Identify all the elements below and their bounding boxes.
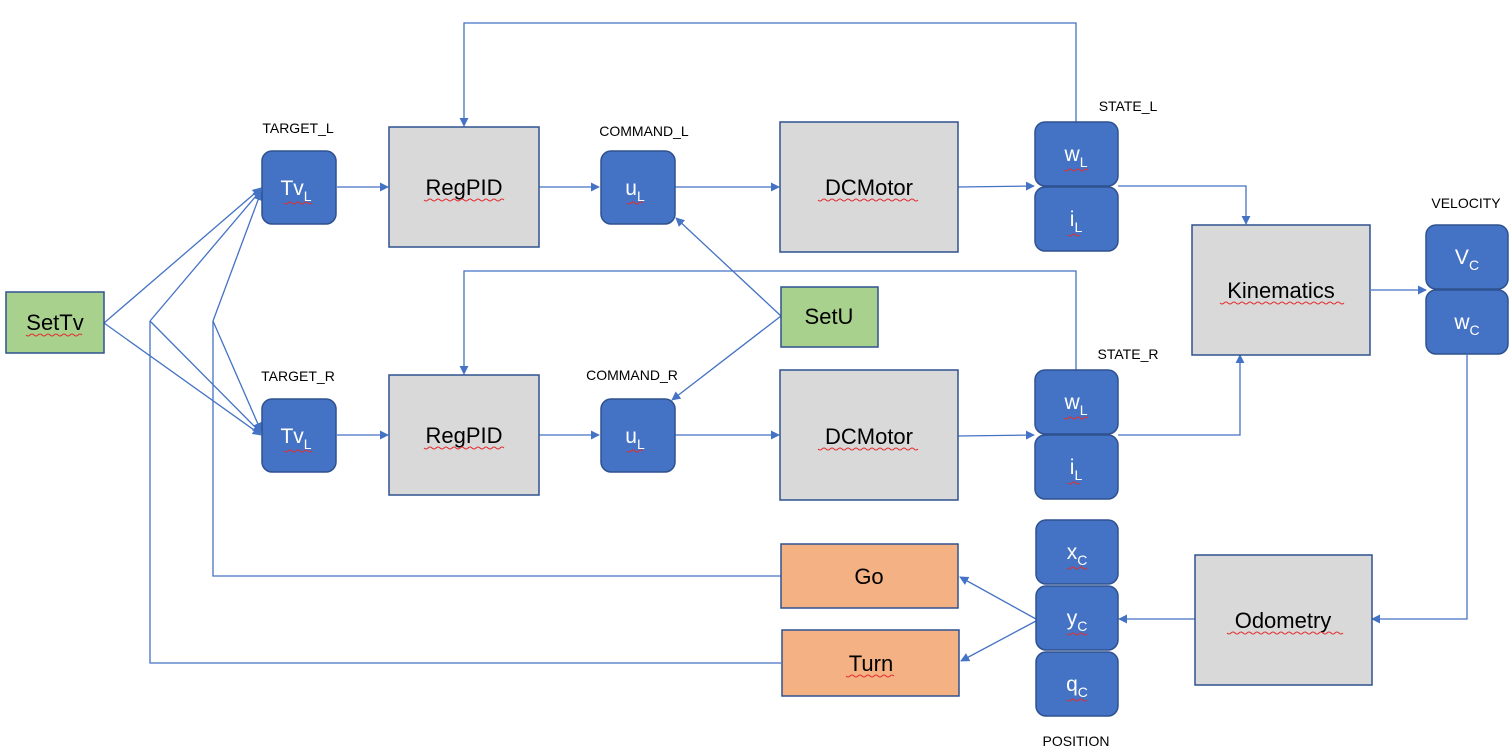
edge-settv-to-tv-top bbox=[103, 187, 262, 324]
tv-top-state: TvL bbox=[261, 150, 337, 225]
w-bottom-text: wL bbox=[1064, 391, 1088, 418]
u-top-text: uL bbox=[625, 177, 645, 204]
settv-label: SetTv bbox=[26, 310, 83, 335]
edge-dcmotor-top-to-state-top bbox=[957, 181, 1035, 191]
edge-setu-to-u-top bbox=[675, 217, 782, 317]
dcmotor-top-label: DCMotor bbox=[825, 175, 913, 200]
edge-state-bottom-feedback bbox=[459, 270, 1077, 375]
vc-text: VC bbox=[1455, 246, 1479, 273]
section-labels: TARGET_L TARGET_R COMMAND_L COMMAND_R ST… bbox=[261, 98, 1501, 749]
dcmotor-bottom-block: DCMotor bbox=[779, 369, 959, 501]
edge-dcmotor-bottom-to-state-bottom bbox=[957, 430, 1035, 440]
regpid-top-block: RegPID bbox=[388, 126, 540, 248]
setu-block[interactable]: SetU bbox=[780, 286, 879, 348]
w-top-state: wL bbox=[1034, 121, 1119, 187]
edge-position-to-turn bbox=[960, 620, 1037, 662]
edge-turn-bus-to-tv-bottom bbox=[149, 320, 262, 434]
wc-text: wC bbox=[1453, 311, 1479, 338]
setu-label: SetU bbox=[805, 304, 854, 329]
tv-bottom-state: TvL bbox=[261, 398, 337, 473]
label-target-r: TARGET_R bbox=[261, 368, 335, 384]
edge-state-top-feedback bbox=[459, 22, 1077, 127]
edge-velocity-to-odometry bbox=[1371, 355, 1468, 624]
turn-block[interactable]: Turn bbox=[781, 629, 960, 697]
u-top-state: uL bbox=[600, 150, 676, 225]
edges bbox=[103, 22, 1468, 664]
label-command-l: COMMAND_L bbox=[599, 123, 689, 139]
go-block[interactable]: Go bbox=[780, 543, 959, 609]
label-target-l: TARGET_L bbox=[262, 120, 334, 136]
edge-turn-bus-to-tv-top bbox=[149, 189, 262, 322]
edge-turn-bus bbox=[149, 321, 781, 664]
label-state-l: STATE_L bbox=[1099, 98, 1158, 114]
wc-state: wC bbox=[1425, 289, 1509, 355]
kinematics-block: Kinematics bbox=[1191, 224, 1371, 356]
tv-top-text: TvL bbox=[280, 177, 311, 204]
w-top-text: wL bbox=[1064, 143, 1088, 170]
u-bottom-state: uL bbox=[600, 398, 676, 473]
edge-go-bus-to-tv-bottom bbox=[212, 320, 262, 432]
label-command-r: COMMAND_R bbox=[586, 367, 678, 383]
edge-setu-to-u-bottom bbox=[671, 315, 782, 401]
odometry-block: Odometry bbox=[1194, 554, 1373, 686]
qc-text: qC bbox=[1066, 673, 1088, 700]
edge-state-bottom-to-kinematics bbox=[1118, 354, 1245, 436]
odometry-label: Odometry bbox=[1235, 608, 1332, 633]
label-state-r: STATE_R bbox=[1098, 346, 1159, 362]
w-bottom-state: wL bbox=[1034, 369, 1119, 435]
label-position: POSITION bbox=[1043, 733, 1110, 749]
qc-state: qC bbox=[1035, 651, 1119, 717]
edge-settv-to-tv-bottom bbox=[103, 322, 262, 436]
regpid-bottom-block: RegPID bbox=[388, 374, 540, 496]
u-bottom-text: uL bbox=[625, 425, 645, 452]
go-label: Go bbox=[854, 564, 883, 589]
settv-block[interactable]: SetTv bbox=[5, 291, 105, 354]
yc-state: yC bbox=[1035, 585, 1119, 651]
edge-state-top-to-kinematics bbox=[1118, 185, 1251, 225]
i-top-text: iL bbox=[1070, 208, 1083, 235]
regpid-top-label: RegPID bbox=[425, 175, 502, 200]
tv-bottom-text: TvL bbox=[280, 425, 311, 452]
i-bottom-state: iL bbox=[1034, 434, 1119, 500]
i-bottom-text: iL bbox=[1070, 456, 1083, 483]
edge-position-to-go bbox=[959, 576, 1037, 620]
label-velocity: VELOCITY bbox=[1431, 195, 1501, 211]
xc-state: xC bbox=[1035, 519, 1119, 585]
yc-text: yC bbox=[1067, 607, 1088, 634]
xc-text: xC bbox=[1067, 541, 1088, 568]
i-top-state: iL bbox=[1034, 186, 1119, 252]
dcmotor-top-block: DCMotor bbox=[779, 121, 959, 253]
vc-state: VC bbox=[1425, 224, 1509, 290]
kinematics-label: Kinematics bbox=[1227, 278, 1335, 303]
edge-go-bus bbox=[212, 321, 781, 577]
edge-go-bus-to-tv-top bbox=[212, 191, 263, 322]
turn-label: Turn bbox=[849, 651, 893, 676]
dcmotor-bottom-label: DCMotor bbox=[825, 424, 913, 449]
regpid-bottom-label: RegPID bbox=[425, 423, 502, 448]
